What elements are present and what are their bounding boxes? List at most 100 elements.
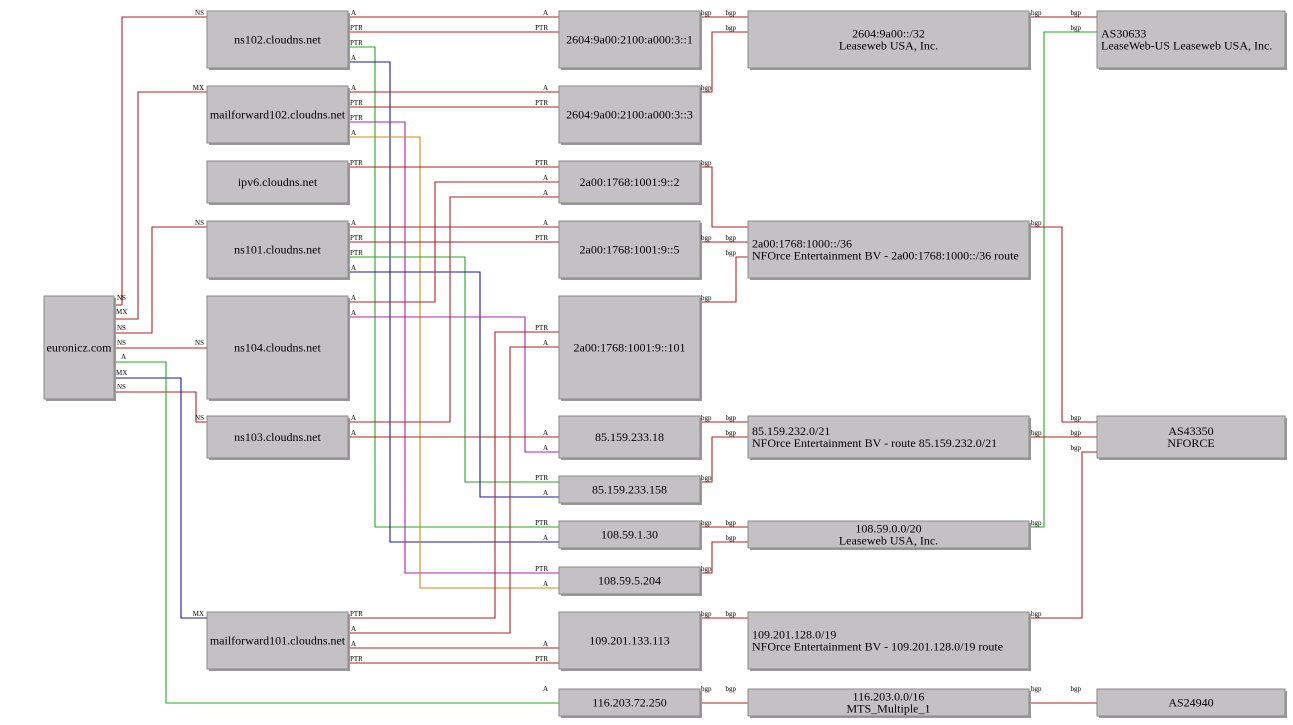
node-ipv6[interactable]: ipv6.cloudns.net xyxy=(206,160,350,205)
edge-mf101-ptr-2a00101 xyxy=(348,331,559,619)
edges-layer xyxy=(114,16,1097,704)
edge-label-ns: NS xyxy=(195,339,204,347)
node-box xyxy=(558,688,701,717)
node-box xyxy=(558,415,701,459)
node-ns104[interactable]: ns104.cloudns.net xyxy=(206,295,350,401)
edge-label-ptr: PTR xyxy=(350,655,363,663)
node-ip-85-158[interactable]: 85.159.233.158 xyxy=(558,475,702,505)
edge-label-bgp: bgp xyxy=(701,610,712,618)
node-label: 108.59.5.204 xyxy=(598,574,661,588)
node-ns103[interactable]: ns103.cloudns.net xyxy=(206,415,350,460)
node-label: euronicz.com xyxy=(47,341,113,355)
node-box xyxy=(747,220,1030,279)
edge-label-ptr: PTR xyxy=(535,234,548,242)
node-label: NFORCE xyxy=(1167,436,1214,450)
edge-label-ptr: PTR xyxy=(350,159,363,167)
edge-label-bgp: bgp xyxy=(726,610,737,618)
node-label: LeaseWeb-US Leaseweb USA, Inc. xyxy=(1101,39,1272,53)
edge-label-ptr: PTR xyxy=(350,24,363,32)
node-label: 108.59.0.0/20 xyxy=(855,522,921,536)
node-label: 2604:9a00:2100:a000:3::1 xyxy=(566,33,693,47)
edge-label-bgp: bgp xyxy=(726,24,737,32)
node-box xyxy=(1096,10,1286,69)
node-ip-2604-3[interactable]: 2604:9a00:2100:a000:3::3 xyxy=(558,85,702,145)
node-label: AS30633 xyxy=(1101,27,1146,41)
edge-label-a: A xyxy=(543,580,548,588)
edge-label-bgp: bgp xyxy=(1031,610,1042,618)
edge-euronicz-ns101 xyxy=(114,226,207,334)
edge-ns104-a-2a002 xyxy=(348,181,559,303)
node-ip-109-113[interactable]: 109.201.133.113 xyxy=(558,611,702,671)
node-box xyxy=(43,295,115,400)
edge-label-a: A xyxy=(543,219,548,227)
edge-euronicz-mailforward102 xyxy=(114,91,207,320)
edge-pfx2a00-as43350 xyxy=(1029,226,1097,423)
edge-label-ptr: PTR xyxy=(535,159,548,167)
edge-mf102-ptr-108204 xyxy=(348,121,559,574)
node-box xyxy=(558,85,701,144)
edge-label-bgp: bgp xyxy=(701,474,712,482)
node-label: 2604:9a00::/32 xyxy=(852,27,925,41)
node-label: NFOrce Entertainment BV - 2a00:1768:1000… xyxy=(752,249,1019,263)
node-ns102[interactable]: ns102.cloudns.net xyxy=(206,10,350,70)
node-ip-2a00-101[interactable]: 2a00:1768:1001:9::101 xyxy=(558,295,702,401)
edge-label-a: A xyxy=(543,489,548,497)
node-box xyxy=(206,160,349,204)
node-label: 116.203.72.250 xyxy=(592,696,667,710)
edge-label-bgp: bgp xyxy=(1031,519,1042,527)
node-ip-108-30[interactable]: 108.59.1.30 xyxy=(558,520,702,550)
edge-label-ptr: PTR xyxy=(350,39,363,47)
edge-label-bgp: bgp xyxy=(726,249,737,257)
edge-label-ptr: PTR xyxy=(350,114,363,122)
node-box xyxy=(206,415,349,459)
edge-label-ptr: PTR xyxy=(535,324,548,332)
edge-label-mx: MX xyxy=(193,610,204,618)
node-label: 108.59.1.30 xyxy=(601,528,658,542)
node-ip-2a00-5[interactable]: 2a00:1768:1001:9::5 xyxy=(558,220,702,280)
node-as24940[interactable]: AS24940 xyxy=(1096,688,1287,718)
node-label: mailforward102.cloudns.net xyxy=(210,108,346,122)
edge-label-a: A xyxy=(543,189,548,197)
node-box xyxy=(558,295,701,400)
node-label: NFOrce Entertainment BV - 109.201.128.0/… xyxy=(752,640,1003,654)
node-box xyxy=(747,520,1030,549)
edge-mf102-a-108204 xyxy=(348,136,559,589)
node-box xyxy=(206,85,349,144)
edge-label-a: A xyxy=(351,54,356,62)
node-mailforward101[interactable]: mailforward101.cloudns.net xyxy=(206,611,350,671)
node-mailforward102[interactable]: mailforward102.cloudns.net xyxy=(206,85,350,145)
node-ip-2a00-2[interactable]: 2a00:1768:1001:9::2 xyxy=(558,160,702,205)
node-box xyxy=(558,520,701,549)
edge-label-a: A xyxy=(543,534,548,542)
edge-label-a: A xyxy=(543,685,548,693)
edge-ip2a00101-pfx xyxy=(700,256,748,303)
edge-mf101-a-2a00101 xyxy=(348,346,559,634)
edge-label-a: A xyxy=(351,9,356,17)
edge-label-ptr: PTR xyxy=(535,519,548,527)
edge-label-bgp: bgp xyxy=(1071,429,1082,437)
node-euronicz[interactable]: euronicz.com xyxy=(43,295,116,401)
node-label: Leaseweb USA, Inc. xyxy=(839,534,938,548)
node-box xyxy=(558,475,701,504)
edge-label-ptr: PTR xyxy=(350,249,363,257)
edge-label-ns: NS xyxy=(117,294,126,302)
node-label: 109.201.133.113 xyxy=(589,634,670,648)
node-ip-116-250[interactable]: 116.203.72.250 xyxy=(558,688,702,718)
edge-label-ptr: PTR xyxy=(535,24,548,32)
node-ip-108-204[interactable]: 108.59.5.204 xyxy=(558,566,702,596)
node-ip-2604-1[interactable]: 2604:9a00:2100:a000:3::1 xyxy=(558,10,702,70)
node-ip-85-18[interactable]: 85.159.233.18 xyxy=(558,415,702,460)
node-label: 2a00:1768:1000::/36 xyxy=(752,237,852,251)
node-box xyxy=(1096,415,1286,459)
edge-labels-layer: NSMXNSNSNSMXNSMXNSNSAMXNSAPTRPTRAAPTRPTR… xyxy=(116,9,1082,693)
node-ns101[interactable]: ns101.cloudns.net xyxy=(206,220,350,280)
